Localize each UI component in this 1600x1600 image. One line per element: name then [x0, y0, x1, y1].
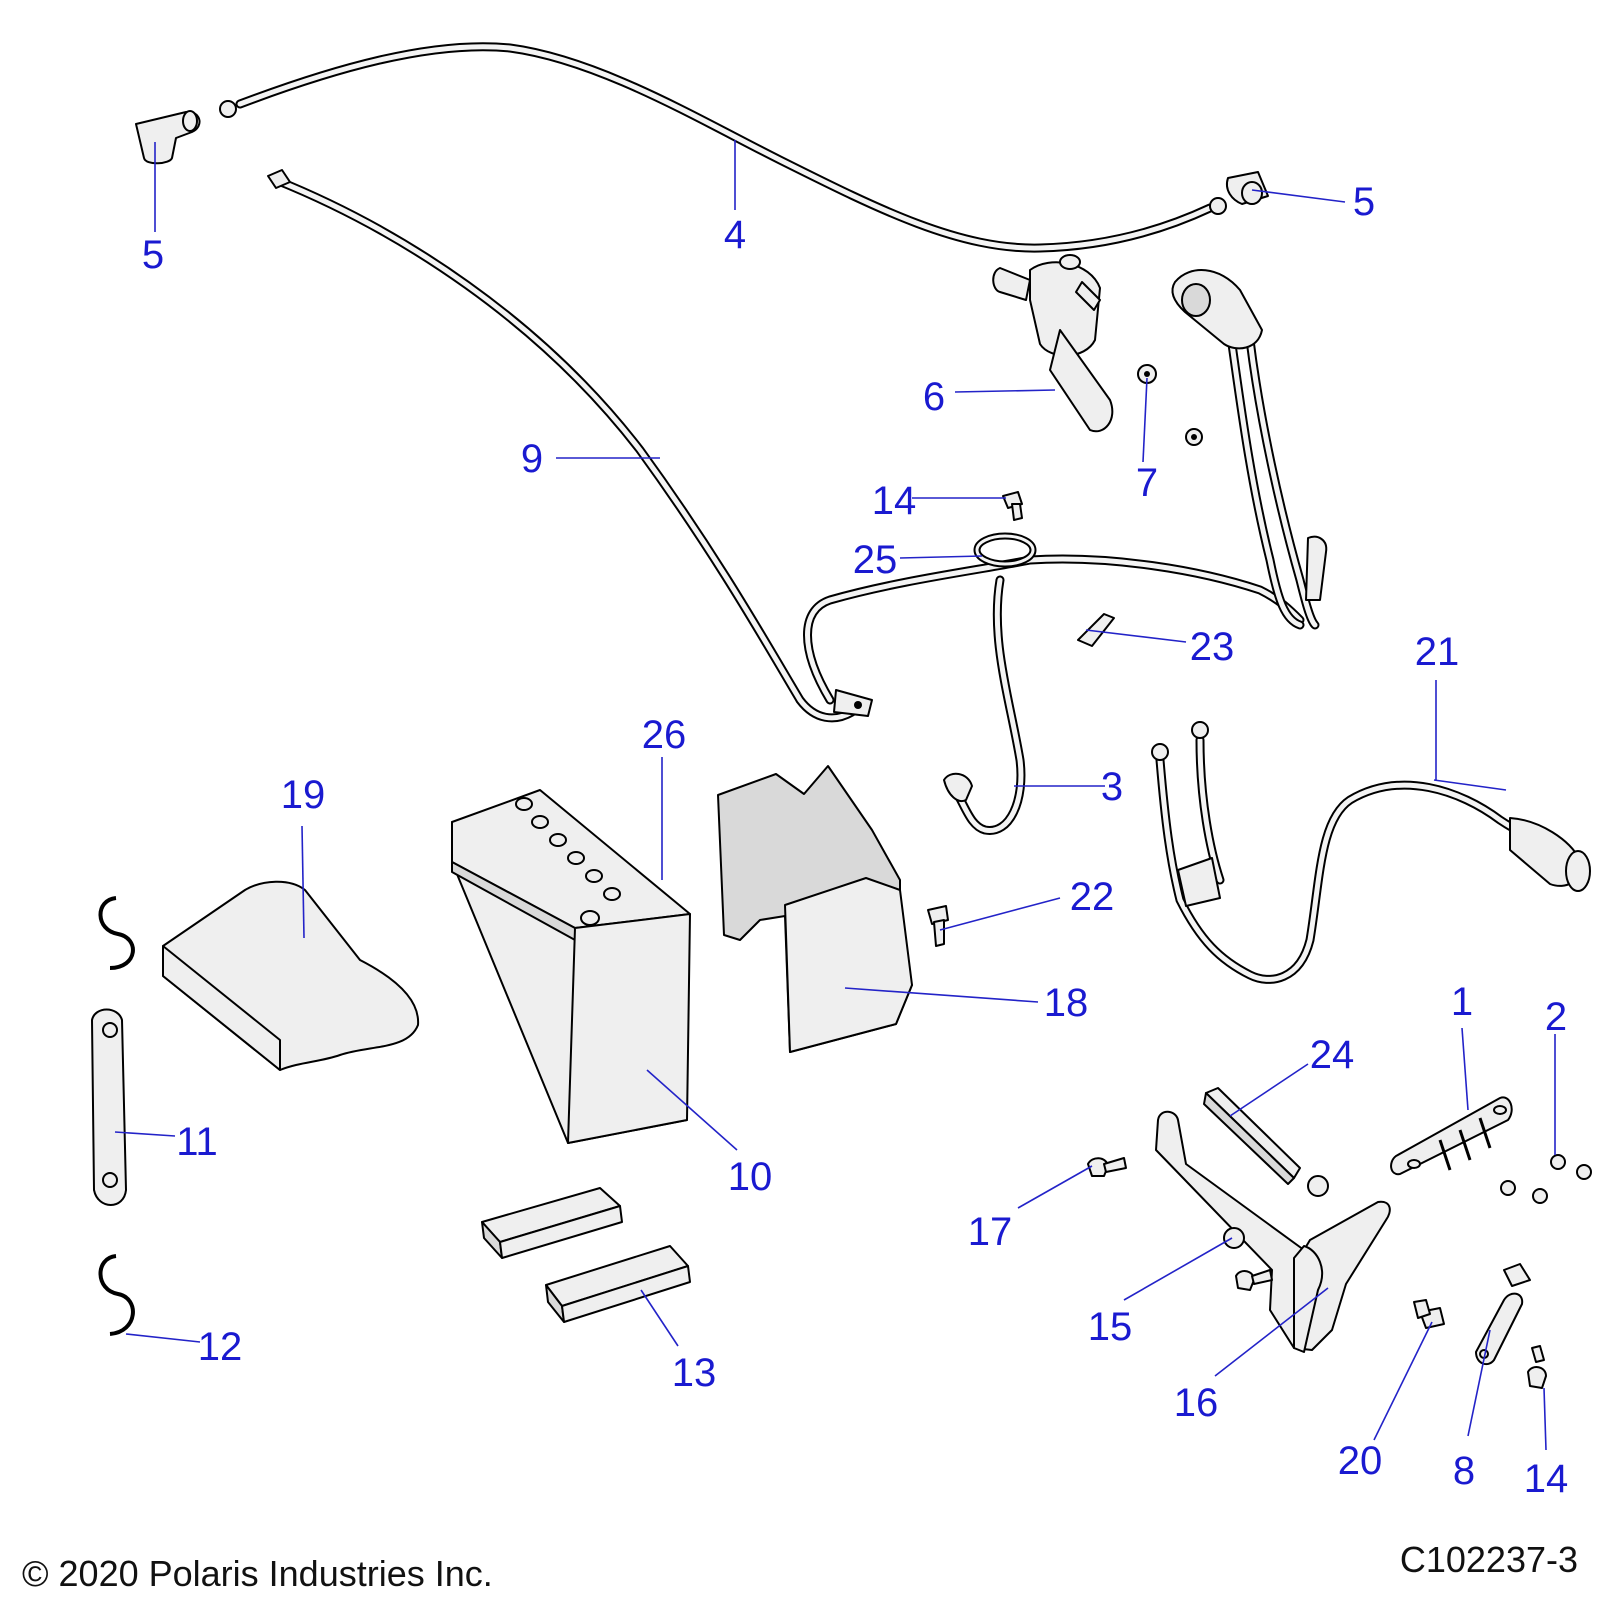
callout-14-lower: 14	[1524, 1457, 1569, 1501]
callout-19: 19	[281, 773, 326, 817]
callout-25: 25	[853, 538, 898, 582]
strap-11	[91, 1008, 127, 1206]
callout-23: 23	[1190, 625, 1235, 669]
callout-24: 24	[1310, 1033, 1355, 1077]
callout-18: 18	[1044, 981, 1089, 1025]
callout-20: 20	[1338, 1439, 1383, 1483]
callout-1: 1	[1451, 980, 1473, 1024]
pad-19	[162, 880, 420, 1071]
clip-ring-12-upper	[98, 896, 135, 970]
grommet	[1307, 1175, 1329, 1197]
screw-15-side	[1235, 1269, 1273, 1291]
callout-26: 26	[642, 713, 687, 757]
bolt-8-upper	[1503, 1263, 1531, 1287]
screw-14-upper	[1002, 491, 1023, 521]
solenoid-6	[992, 254, 1114, 433]
callout-6: 6	[923, 375, 945, 419]
bolt-22	[927, 905, 949, 947]
callout-10: 10	[728, 1155, 773, 1199]
shield-18	[717, 765, 913, 1053]
terminal-block-1	[1390, 1096, 1513, 1176]
bolt-20	[1413, 1299, 1445, 1329]
callout-5-left: 5	[142, 233, 164, 277]
battery-10	[451, 789, 691, 1144]
clip-ring-12-lower	[98, 1254, 135, 1336]
cable-9	[267, 169, 873, 723]
callout-9: 9	[521, 437, 543, 481]
leader-lines	[114, 140, 1556, 1451]
terminal-cap-left	[135, 110, 201, 165]
callout-14-upper: 14	[872, 479, 917, 523]
copyright-text: © 2020 Polaris Industries Inc.	[22, 1553, 493, 1594]
callout-12: 12	[198, 1325, 243, 1369]
callout-numbers: 5 4 5 6 7 9 14 25 23 21 26 3 19 22 18 1 …	[142, 180, 1568, 1501]
terminal-cap-right	[1226, 171, 1269, 205]
bracket-16	[1155, 1110, 1391, 1353]
callout-17: 17	[968, 1210, 1013, 1254]
screw-14-lower	[1527, 1345, 1547, 1389]
callout-8: 8	[1453, 1449, 1475, 1493]
callout-11: 11	[176, 1120, 218, 1164]
diagram-id: C102237-3	[1400, 1539, 1578, 1580]
foam-block-13-upper	[481, 1187, 623, 1259]
cable-4	[219, 42, 1227, 253]
callout-7: 7	[1136, 461, 1158, 505]
bracket-8	[1475, 1292, 1524, 1366]
callout-3: 3	[1101, 765, 1123, 809]
washer-15	[1223, 1227, 1245, 1249]
cable-25-harness	[803, 532, 1305, 705]
battery-terminals	[515, 797, 621, 926]
screw-17	[1087, 1157, 1127, 1177]
clip-23	[1077, 613, 1115, 647]
nut-2	[1500, 1154, 1592, 1204]
nut-7	[1137, 364, 1203, 446]
callout-2: 2	[1545, 995, 1567, 1039]
callout-13: 13	[672, 1351, 717, 1395]
callout-4: 4	[724, 213, 746, 257]
callout-16: 16	[1174, 1381, 1219, 1425]
cable-3	[943, 575, 1026, 835]
callout-5-right: 5	[1353, 180, 1375, 224]
part-24	[1203, 1087, 1301, 1185]
foam-block-13-lower	[545, 1245, 691, 1323]
callout-15: 15	[1088, 1305, 1133, 1349]
harness-21	[1151, 721, 1591, 984]
callout-22: 22	[1070, 875, 1115, 919]
callout-21: 21	[1415, 630, 1460, 674]
boot-cable	[1171, 269, 1328, 630]
